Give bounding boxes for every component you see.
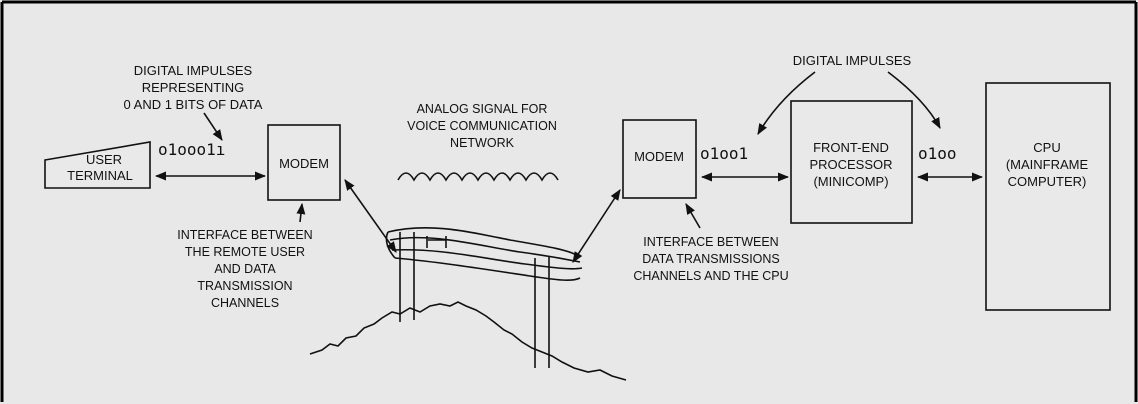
svg-text:DIGITAL IMPULSES: DIGITAL IMPULSES xyxy=(134,63,253,78)
left-pulse-train: o1ooo1ı xyxy=(158,140,225,159)
modem-right-label: MODEM xyxy=(634,149,684,164)
svg-text:TRANSMISSION: TRANSMISSION xyxy=(197,279,292,293)
svg-text:INTERFACE BETWEEN: INTERFACE BETWEEN xyxy=(177,228,312,242)
svg-text:TERMINAL: TERMINAL xyxy=(67,168,133,183)
svg-text:VOICE COMMUNICATION: VOICE COMMUNICATION xyxy=(407,119,557,133)
svg-text:COMPUTER): COMPUTER) xyxy=(1008,174,1087,189)
svg-text:USER: USER xyxy=(86,152,122,167)
svg-text:PROCESSOR: PROCESSOR xyxy=(809,157,892,172)
svg-text:NETWORK: NETWORK xyxy=(450,136,515,150)
svg-text:FRONT-END: FRONT-END xyxy=(813,140,889,155)
svg-text:CHANNELS AND THE CPU: CHANNELS AND THE CPU xyxy=(633,269,788,283)
svg-text:AND DATA: AND DATA xyxy=(214,262,276,276)
svg-text:CHANNELS: CHANNELS xyxy=(211,296,279,310)
svg-text:(MINICOMP): (MINICOMP) xyxy=(813,174,888,189)
digital-impulses-left-label: DIGITAL IMPULSES REPRESENTING 0 AND 1 BI… xyxy=(124,63,263,112)
svg-text:THE REMOTE USER: THE REMOTE USER xyxy=(185,245,305,259)
svg-text:(MAINFRAME: (MAINFRAME xyxy=(1006,157,1089,172)
right-pulse-train-1: o1oo1 xyxy=(700,144,748,163)
cpu-mainframe xyxy=(986,83,1110,310)
front-end-processor-label: FRONT-END PROCESSOR (MINICOMP) xyxy=(809,140,892,189)
svg-text:REPRESENTING: REPRESENTING xyxy=(142,80,245,95)
svg-text:ANALOG SIGNAL FOR: ANALOG SIGNAL FOR xyxy=(417,102,548,116)
svg-text:CPU: CPU xyxy=(1033,140,1060,155)
interface-right-label: INTERFACE BETWEEN DATA TRANSMISSIONS CHA… xyxy=(633,235,788,283)
modem-left-label: MODEM xyxy=(279,156,329,171)
digital-impulses-right-label: DIGITAL IMPULSES xyxy=(793,53,912,68)
svg-text:INTERFACE BETWEEN: INTERFACE BETWEEN xyxy=(643,235,778,249)
right-pulse-train-2: o1oo xyxy=(918,144,957,163)
svg-text:0 AND 1 BITS OF DATA: 0 AND 1 BITS OF DATA xyxy=(124,97,263,112)
svg-text:DATA TRANSMISSIONS: DATA TRANSMISSIONS xyxy=(642,252,780,266)
